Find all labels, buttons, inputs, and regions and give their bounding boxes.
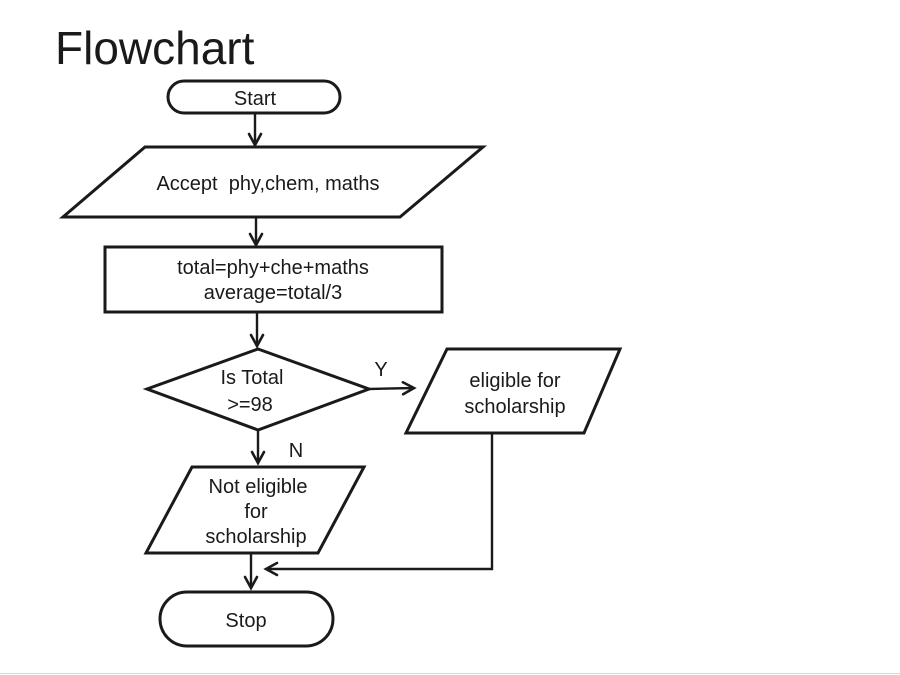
accept-label: Accept phy,chem, maths <box>156 173 379 195</box>
decision-line1: Is Total <box>221 367 284 389</box>
eligible-line2: scholarship <box>464 396 565 418</box>
accept-shape <box>58 145 488 219</box>
not-eligible-line2: for <box>244 501 268 523</box>
not-eligible-line3: scholarship <box>205 526 306 548</box>
stop-shape <box>158 590 335 648</box>
eligible-line1: eligible for <box>469 370 561 392</box>
decision-line2: >=98 <box>227 394 273 416</box>
process-shape <box>103 245 444 314</box>
slide-bottom-border <box>0 673 900 674</box>
decision-node: Is Total >=98 <box>142 347 374 432</box>
process-line2: average=total/3 <box>204 282 342 304</box>
accept-input-node: Accept phy,chem, maths <box>58 145 488 219</box>
start-node: Start <box>166 79 342 115</box>
eligible-node: eligible for scholarship <box>403 347 623 435</box>
process-node: total=phy+che+maths average=total/3 <box>103 245 444 314</box>
stop-node: Stop <box>158 590 335 648</box>
arrow-eligible-to-stop-join <box>263 433 494 577</box>
no-branch-label: N <box>289 440 303 462</box>
arrow-decision-to-eligible <box>368 380 417 396</box>
process-line1: total=phy+che+maths <box>177 257 369 279</box>
not-eligible-line1: Not eligible <box>209 476 308 498</box>
page-title: Flowchart <box>55 22 255 74</box>
decision-shape <box>142 347 374 432</box>
eligible-shape <box>403 347 623 435</box>
not-eligible-node: Not eligible for scholarship <box>143 465 367 555</box>
not-eligible-shape <box>143 465 367 555</box>
start-label: Start <box>234 88 277 110</box>
yes-branch-label: Y <box>374 359 387 381</box>
stop-label: Stop <box>225 610 266 632</box>
